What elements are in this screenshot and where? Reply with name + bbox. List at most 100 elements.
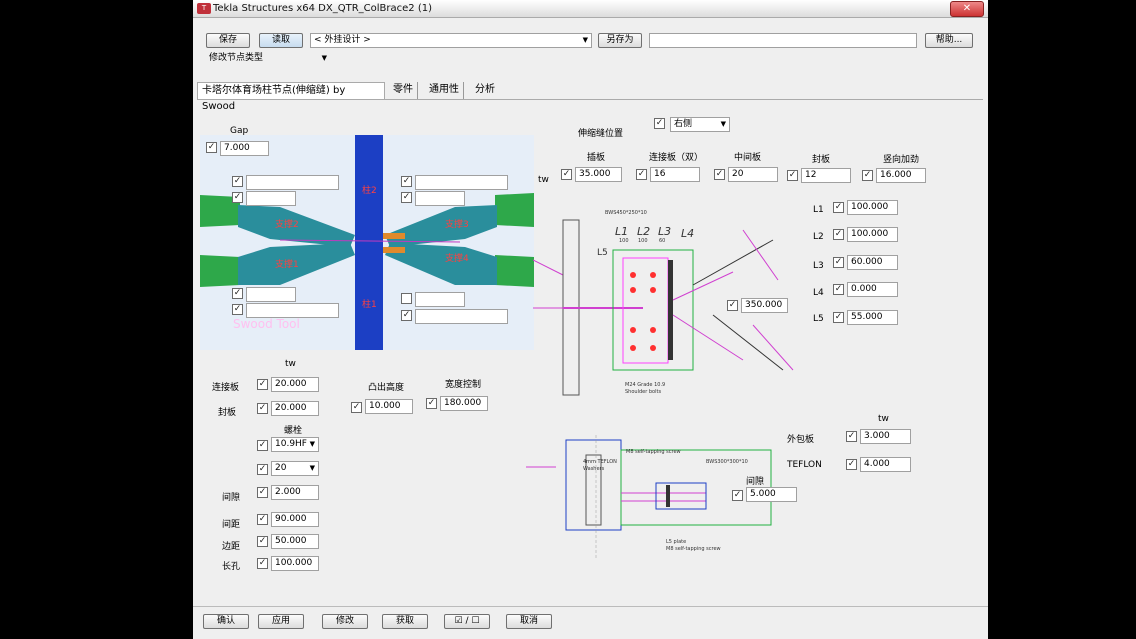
window-title: Tekla Structures x64 DX_QTR_ColBrace2 (1…	[213, 3, 432, 14]
teflon-input[interactable]: 4.000	[860, 457, 911, 472]
bolt-gap-checkbox[interactable]: ✓	[257, 487, 268, 498]
gap-checkbox[interactable]: ✓	[206, 142, 217, 153]
width-control-checkbox[interactable]: ✓	[426, 398, 437, 409]
width-control-input[interactable]: 180.000	[440, 396, 488, 411]
seal-plate-checkbox[interactable]: ✓	[787, 170, 798, 181]
teflon-checkbox[interactable]: ✓	[846, 459, 857, 470]
l2-input[interactable]: 100.000	[847, 227, 898, 242]
middle-plate-input[interactable]: 20	[728, 167, 778, 182]
l3-input[interactable]: 60.000	[847, 255, 898, 270]
brace1-input-b[interactable]	[246, 303, 339, 318]
double-conn-plate-input[interactable]: 16	[650, 167, 700, 182]
protrusion-checkbox[interactable]: ✓	[351, 402, 362, 413]
brace2-input-b[interactable]	[246, 191, 296, 206]
brace1-checkbox-a[interactable]: ✓	[232, 288, 243, 299]
gap-input[interactable]: 7.000	[220, 141, 269, 156]
wrap-gap-label: 间隙	[746, 477, 765, 487]
bolt-size-select[interactable]: 20▼	[271, 461, 319, 476]
joint-side-select[interactable]: 右侧▼	[670, 117, 730, 132]
save-button[interactable]: 保存	[206, 33, 250, 48]
brace4-checkbox-a[interactable]	[401, 293, 412, 304]
chevron-down-icon: ▼	[582, 36, 588, 44]
dim-l2: L2	[637, 225, 650, 238]
l1-checkbox[interactable]: ✓	[833, 202, 844, 213]
wrap-gap-input[interactable]: 5.000	[746, 487, 797, 502]
brace2-checkbox-b[interactable]: ✓	[232, 192, 243, 203]
cancel-button[interactable]: 取消	[506, 614, 552, 629]
seal-plate-left-checkbox[interactable]: ✓	[257, 403, 268, 414]
seal-plate-left-label: 封板	[218, 408, 237, 418]
slot-checkbox[interactable]: ✓	[257, 558, 268, 569]
bolt-gap-input[interactable]: 2.000	[271, 485, 319, 500]
brace1-input-a[interactable]	[246, 287, 296, 302]
brace3-checkbox-a[interactable]: ✓	[401, 176, 412, 187]
insert-plate-label: 插板	[587, 153, 606, 163]
wrap-plate-input[interactable]: 3.000	[860, 429, 911, 444]
tab-general[interactable]: 通用性	[425, 82, 464, 99]
tab-main[interactable]: 卡塔尔体育场柱节点(伸缩缝) by Swood	[197, 82, 385, 112]
brace2-checkbox-a[interactable]: ✓	[232, 176, 243, 187]
apply-button[interactable]: 应用	[258, 614, 304, 629]
preset-select[interactable]: < 外挂设计 >▼	[310, 33, 592, 48]
save-as-button[interactable]: 另存为	[598, 33, 642, 48]
bolt-pitch-checkbox[interactable]: ✓	[257, 514, 268, 525]
drawing-dim-checkbox[interactable]: ✓	[727, 300, 738, 311]
joint-position-checkbox[interactable]: ✓	[654, 118, 665, 129]
slot-input[interactable]: 100.000	[271, 556, 319, 571]
seal-plate-left-input[interactable]: 20.000	[271, 401, 319, 416]
wrap-plate-checkbox[interactable]: ✓	[846, 431, 857, 442]
washers-note: Washers	[583, 466, 605, 472]
bolt-pitch-input[interactable]: 90.000	[271, 512, 319, 527]
wrap-gap-checkbox[interactable]: ✓	[732, 490, 743, 501]
protrusion-input[interactable]: 10.000	[365, 399, 413, 414]
brace3-input-b[interactable]	[415, 191, 465, 206]
modify-node-type-select[interactable]: 修改节点类型▼	[206, 52, 330, 67]
conn-plate-input[interactable]: 20.000	[271, 377, 319, 392]
brace4-checkbox-b[interactable]: ✓	[401, 310, 412, 321]
save-as-name-input[interactable]	[649, 33, 917, 48]
l2-checkbox[interactable]: ✓	[833, 229, 844, 240]
tab-parts[interactable]: 零件	[389, 82, 418, 99]
bolt-size-value: 20	[275, 463, 287, 473]
footer-divider	[193, 606, 988, 607]
double-conn-plate-checkbox[interactable]: ✓	[636, 169, 647, 180]
l1-input[interactable]: 100.000	[847, 200, 898, 215]
conn-plate-checkbox[interactable]: ✓	[257, 379, 268, 390]
help-button[interactable]: 帮助...	[925, 33, 973, 48]
load-button[interactable]: 读取	[259, 33, 303, 48]
bolt-grade-value: 10.9HF	[275, 439, 307, 449]
toggle-all-button[interactable]: ☑ / ☐	[444, 614, 490, 629]
ok-button[interactable]: 确认	[203, 614, 249, 629]
middle-plate-checkbox[interactable]: ✓	[714, 169, 725, 180]
brace3-checkbox-b[interactable]: ✓	[401, 192, 412, 203]
brace4-input-a[interactable]	[415, 292, 465, 307]
l5-input[interactable]: 55.000	[847, 310, 898, 325]
drawing-dim-input[interactable]: 350.000	[741, 298, 788, 313]
vertical-stiffener-input[interactable]: 16.000	[876, 168, 926, 183]
brace3-input-a[interactable]	[415, 175, 508, 190]
insert-plate-input[interactable]: 35.000	[575, 167, 622, 182]
brace4-input-b[interactable]	[415, 309, 508, 324]
l4-input[interactable]: 0.000	[847, 282, 898, 297]
brace2-input-a[interactable]	[246, 175, 339, 190]
brace-1-label: 支撑1	[275, 258, 299, 270]
seal-plate-input[interactable]: 12	[801, 168, 851, 183]
l5-checkbox[interactable]: ✓	[833, 312, 844, 323]
l3-checkbox[interactable]: ✓	[833, 257, 844, 268]
insert-plate-checkbox[interactable]: ✓	[561, 169, 572, 180]
close-button[interactable]: ✕	[950, 1, 984, 17]
bolt-pitch-label: 间距	[222, 520, 241, 530]
l4-checkbox[interactable]: ✓	[833, 284, 844, 295]
dim-l1: L1	[615, 225, 628, 238]
bolt-grade-checkbox[interactable]: ✓	[257, 440, 268, 451]
brace1-checkbox-b[interactable]: ✓	[232, 304, 243, 315]
edge-dist-checkbox[interactable]: ✓	[257, 536, 268, 547]
bolt-grade-select[interactable]: 10.9HF▼	[271, 437, 319, 452]
edge-dist-input[interactable]: 50.000	[271, 534, 319, 549]
bolt-size-checkbox[interactable]: ✓	[257, 464, 268, 475]
get-button[interactable]: 获取	[382, 614, 428, 629]
modify-button[interactable]: 修改	[322, 614, 368, 629]
tab-analysis[interactable]: 分析	[475, 84, 495, 95]
vertical-stiffener-checkbox[interactable]: ✓	[862, 170, 873, 181]
screw-note-bottom: M8 self-tapping screw	[666, 546, 721, 552]
